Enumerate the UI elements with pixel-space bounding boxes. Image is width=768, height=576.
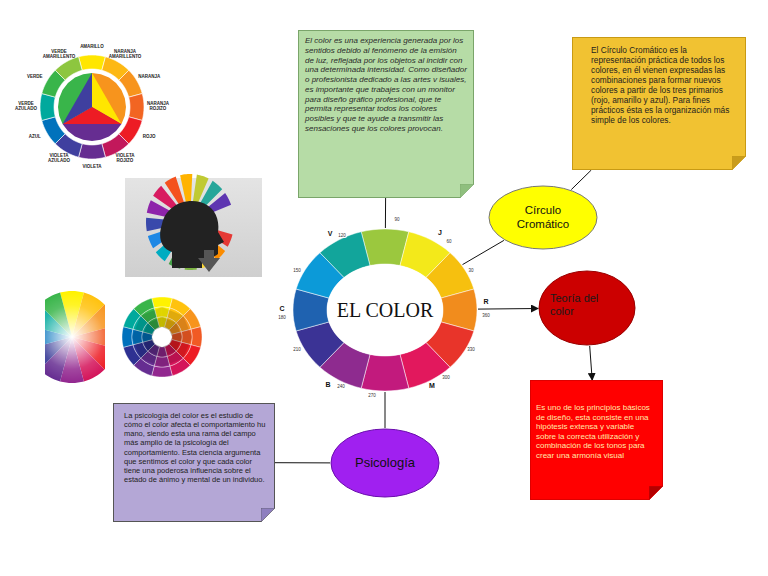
degree-number: 150	[292, 269, 302, 274]
hue-name: VIOLETA ROJIZO	[108, 154, 142, 163]
hue-letter: R	[482, 298, 489, 305]
folded-corner	[460, 184, 474, 198]
hue-name: ROJO	[132, 135, 166, 140]
topic-label: Psicología	[355, 456, 415, 471]
connector	[385, 198, 386, 228]
note-box: El color es una experiencia generada por…	[298, 30, 474, 198]
degree-number: 300	[441, 376, 451, 381]
corner-cut	[261, 508, 275, 522]
hue-letter: V	[327, 230, 334, 237]
hue-letter: B	[324, 381, 331, 388]
hue-letter: J	[437, 229, 443, 236]
tint-wheels	[26, 291, 202, 383]
note-text: El color es una experiencia generada por…	[305, 36, 467, 134]
center-dot	[156, 331, 168, 343]
degree-number: 60	[445, 240, 452, 245]
degree-number: 270	[367, 394, 377, 399]
tint-wheel	[45, 291, 105, 383]
note-text: La psicología del color es el estudio de…	[124, 411, 266, 484]
corner-cut	[460, 184, 474, 198]
wheel-segment	[152, 297, 173, 308]
head-silhouette	[160, 201, 224, 268]
topic-ellipse: Círculo Cromático	[488, 185, 598, 250]
topic-label: EL COLOR	[337, 299, 433, 322]
corner-fold	[649, 486, 663, 500]
ellipse-shape	[539, 271, 635, 345]
hue-name: AMARILLO	[75, 45, 109, 50]
degree-number: 30	[467, 269, 474, 274]
central-wheel: EL COLOR	[292, 228, 478, 392]
note-box: El Círculo Cromático es la representació…	[572, 37, 746, 170]
inner-ellipse	[327, 264, 443, 356]
hue-name: VIOLETA AZULADO	[42, 154, 76, 163]
hue-name: VERDE AMARILLENTO	[42, 50, 76, 59]
degree-number: 330	[466, 348, 476, 353]
degree-number: 210	[292, 348, 302, 353]
hue-name: VERDE AZULADO	[9, 102, 43, 111]
topic-ellipse: Psicología	[330, 428, 440, 498]
hue-name: VIOLETA	[75, 165, 109, 170]
wheel-segment	[122, 327, 133, 348]
hue-letter: C	[278, 305, 285, 312]
shade-ring	[122, 297, 202, 377]
idea-arrow	[165, 177, 184, 206]
note-text: El Círculo Cromático es la representació…	[591, 46, 735, 126]
connector	[571, 170, 591, 190]
connector	[463, 240, 504, 264]
hue-letter: M	[428, 382, 436, 389]
degree-number: 360	[481, 314, 491, 319]
degree-number: 240	[336, 385, 346, 390]
folded-corner	[732, 156, 746, 170]
hue-name: NARANJA	[132, 75, 166, 80]
wheel-segment	[79, 55, 106, 70]
down-arrow	[198, 250, 220, 272]
shade-overlay	[132, 307, 192, 367]
ellipse-shape	[489, 186, 597, 249]
degree-number: 120	[337, 234, 347, 239]
topic-label: Teoría del color	[550, 292, 622, 317]
ellipse-shape	[331, 429, 439, 497]
corner-cut	[732, 156, 746, 170]
primary-sector	[63, 73, 92, 124]
folded-corner	[261, 508, 275, 522]
shade-overlay	[142, 317, 182, 357]
shade-ring	[132, 307, 192, 367]
hue-name: VERDE	[18, 75, 52, 80]
corner-fold	[261, 508, 275, 522]
corner-cut	[649, 486, 663, 500]
shade-ring	[142, 317, 182, 357]
connector	[478, 308, 538, 310]
connector	[590, 346, 593, 380]
wheel-segment	[40, 94, 55, 121]
hue-name: NARANJA AMARILLENTO	[108, 50, 142, 59]
tint-overlay	[45, 291, 105, 383]
wheel-segment	[152, 366, 173, 377]
wheel-segment	[191, 327, 202, 348]
note-text: Es uno de los principios básicos de dise…	[536, 403, 656, 461]
idea-arrow	[180, 174, 192, 203]
hue-name: AZUL	[18, 135, 52, 140]
degree-number: 90	[393, 218, 400, 223]
wheel-segment	[129, 94, 144, 121]
picture-ground	[125, 178, 262, 277]
corner-fold	[732, 156, 746, 170]
note-box: Es uno de los principios básicos de dise…	[530, 380, 663, 500]
topic-label: Círculo Cromático	[498, 204, 588, 230]
connector	[385, 392, 386, 428]
hue-name: NARANJA ROJIZO	[141, 102, 175, 111]
folded-corner	[649, 486, 663, 500]
note-box: La psicología del color es el estudio de…	[113, 403, 275, 522]
connector	[275, 462, 330, 463]
corner-fold	[460, 184, 474, 198]
degree-number: 180	[277, 316, 287, 321]
wheel-segment	[79, 144, 106, 159]
topic-ellipse: Teoría del color	[538, 270, 636, 346]
color-wheel	[40, 55, 144, 159]
head-illustration	[125, 174, 262, 277]
